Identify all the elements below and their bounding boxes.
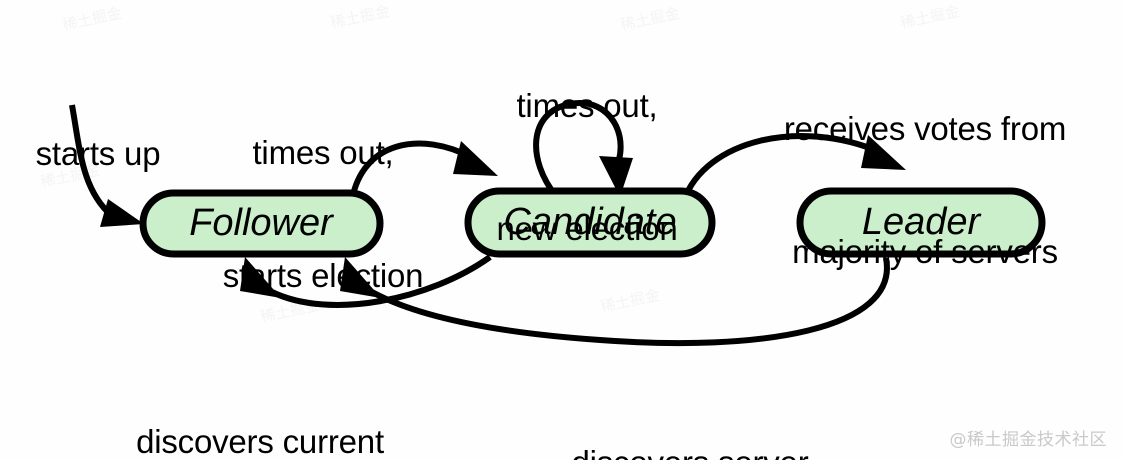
state-node-follower[interactable]: Follower — [139, 189, 384, 258]
edge-label-wins-election: receives votes from majority of servers — [740, 26, 1110, 354]
edge-label-new-election: times out, new election — [467, 3, 707, 331]
edge-discovers-leader — [240, 254, 492, 308]
edge-label-wins-election-line1: receives votes from — [783, 110, 1067, 147]
edge-label-wins-election-line2: majority of servers — [792, 233, 1058, 270]
edge-label-election-timeout-line2: starts election — [222, 257, 424, 294]
edge-label-discovers-leader-line1: discovers current — [136, 423, 384, 460]
edge-new-election-path — [533, 100, 624, 198]
edge-start-path — [69, 104, 115, 219]
edge-wins-election-path — [681, 132, 882, 202]
edge-label-discovers-leader: discovers current leader or new term — [78, 339, 442, 460]
edge-new-election-arrowhead — [599, 156, 633, 197]
state-node-leader-shape[interactable] — [796, 187, 1046, 258]
state-node-follower-shape[interactable] — [139, 189, 384, 258]
state-node-candidate[interactable]: Candidate — [464, 187, 716, 258]
edge-wins-election-arrowhead — [861, 135, 906, 170]
state-node-follower-label: Follower — [189, 202, 334, 244]
edge-wins-election — [681, 132, 906, 202]
site-watermark: @稀土掘金技术社区 — [949, 430, 1107, 450]
edge-start — [69, 104, 144, 227]
edge-label-discovers-higher-term-line1: discovers server — [520, 442, 860, 460]
edge-election-timeout-arrowhead — [453, 141, 498, 176]
edge-discovers-higher-term-arrowhead — [340, 257, 381, 298]
edge-label-election-timeout: times out, starts election — [195, 50, 451, 378]
edge-discovers-leader-arrowhead — [240, 257, 281, 298]
edge-discovers-leader-path — [270, 254, 492, 308]
edge-start-arrowhead — [100, 199, 144, 227]
edge-label-new-election-line2: new election — [496, 210, 678, 247]
edge-label-election-timeout-line1: times out, — [252, 134, 394, 171]
edge-new-election — [533, 100, 633, 198]
state-node-candidate-label: Candidate — [503, 201, 676, 243]
edge-discovers-higher-term-path — [370, 257, 890, 347]
edge-election-timeout-path — [349, 140, 475, 201]
state-node-leader[interactable]: Leader — [796, 187, 1046, 258]
edge-label-start-line1: starts up — [35, 135, 161, 172]
state-node-leader-label: Leader — [862, 201, 982, 243]
state-node-candidate-shape[interactable] — [464, 187, 716, 258]
edge-label-discovers-higher-term: discovers server with higher term — [520, 360, 860, 460]
edge-discovers-higher-term — [340, 257, 890, 347]
edge-label-start: starts up — [10, 51, 186, 256]
edge-election-timeout — [349, 140, 498, 201]
edge-label-new-election-line1: times out, — [516, 87, 658, 124]
